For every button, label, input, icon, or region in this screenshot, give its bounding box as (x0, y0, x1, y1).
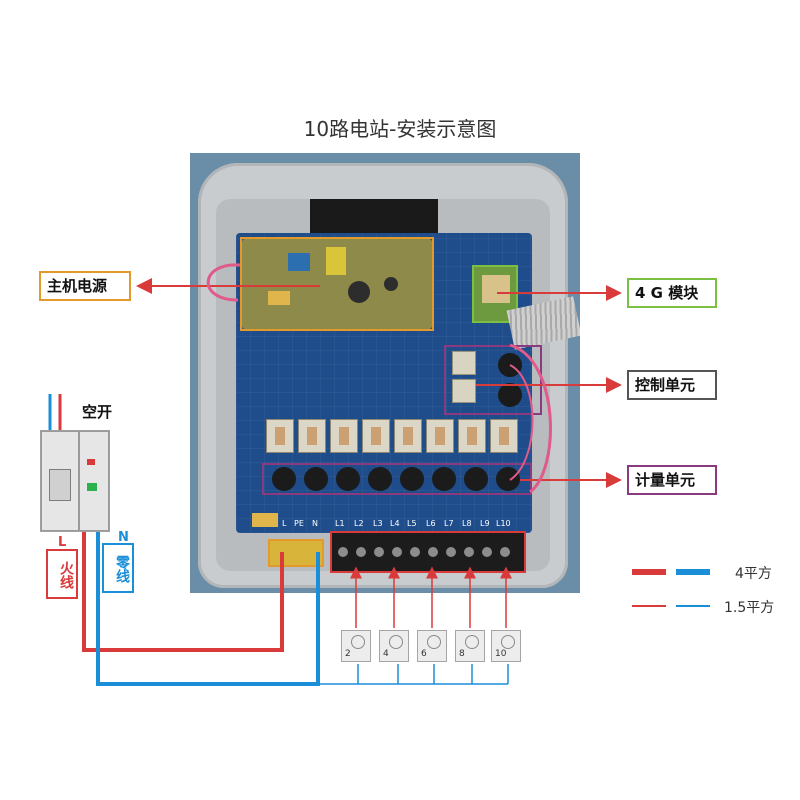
terminal-label: L10 (496, 519, 511, 528)
terminal-screw (356, 547, 366, 557)
terminal-label: PE (294, 519, 304, 528)
control-relay (452, 351, 476, 375)
breaker-handle (49, 469, 71, 501)
relay (394, 419, 422, 453)
legend-thick-label: 4平方 (735, 566, 772, 582)
psu-component (288, 253, 310, 271)
breaker-label: 空开 (82, 403, 113, 421)
metering-coil (272, 467, 296, 491)
metering-coil (304, 467, 328, 491)
metering-coil (368, 467, 392, 491)
terminal-label: L9 (480, 519, 490, 528)
output-terminal-strip (330, 533, 526, 571)
relay (298, 419, 326, 453)
terminal-screw (446, 547, 456, 557)
terminal-screw (464, 547, 474, 557)
socket-6: 6 (417, 630, 447, 662)
relay (330, 419, 358, 453)
terminal-screw (338, 547, 348, 557)
internal-wire (509, 364, 534, 481)
socket-4: 4 (379, 630, 409, 662)
internal-wire (509, 343, 552, 494)
power-supply-outline (240, 237, 434, 331)
terminal-screw (428, 547, 438, 557)
terminal-label: L3 (373, 519, 383, 528)
terminal-label: L6 (426, 519, 436, 528)
neutral-wire-label: 零线 (102, 543, 134, 593)
breaker-indicator-green (87, 483, 97, 491)
fuse (252, 513, 278, 527)
socket-8: 8 (455, 630, 485, 662)
terminal-label: L8 (462, 519, 472, 528)
wire-neutral-feed (96, 500, 320, 686)
cover-strip (310, 199, 438, 233)
relay (426, 419, 454, 453)
current-coil (498, 383, 522, 407)
callout-4g-module: 4 G 模块 (627, 278, 717, 308)
relay (362, 419, 390, 453)
socket-2: 2 (341, 630, 371, 662)
callout-host-power: 主机电源 (39, 271, 131, 301)
metering-coil (496, 467, 520, 491)
terminal-screw (392, 547, 402, 557)
terminal-screw (500, 547, 510, 557)
terminal-screw (410, 547, 420, 557)
capacitor (384, 277, 398, 291)
transformer (326, 247, 346, 275)
terminal-label: L2 (354, 519, 364, 528)
terminal-label: L7 (444, 519, 454, 528)
input-terminal-block (268, 539, 324, 567)
terminal-label: L4 (390, 519, 400, 528)
terminal-label: L (282, 519, 287, 528)
relay (266, 419, 294, 453)
circuit-breaker (40, 430, 110, 532)
metering-coil (464, 467, 488, 491)
page-title: 10路电站-安装示意图 (303, 117, 497, 141)
callout-control-unit: 控制单元 (627, 370, 717, 400)
breaker-pole (79, 431, 109, 531)
socket-10: 10 (491, 630, 521, 662)
live-wire-label: 火线 (46, 549, 78, 599)
metering-coil (336, 467, 360, 491)
control-relay (452, 379, 476, 403)
internal-wire (206, 263, 241, 302)
metering-coil (432, 467, 456, 491)
wire-live-feed (82, 500, 284, 652)
callout-metering-unit: 计量单元 (627, 465, 717, 495)
line-label-l: L (58, 535, 67, 550)
breaker-indicator-red (87, 459, 95, 465)
terminal-label: L5 (407, 519, 417, 528)
device-photo: L PE N L1 L2 L3 L4 L5 L6 L7 L8 L9 L10 (190, 153, 580, 593)
terminal-screw (374, 547, 384, 557)
relay (458, 419, 486, 453)
capacitor (348, 281, 370, 303)
terminal-screw (482, 547, 492, 557)
legend-thin-label: 1.5平方 (724, 600, 775, 616)
metering-coil (400, 467, 424, 491)
module-4g-chip (482, 275, 510, 303)
line-label-n: N (118, 530, 129, 545)
terminal-label: N (312, 519, 318, 528)
psu-component (268, 291, 290, 305)
relay (490, 419, 518, 453)
terminal-label: L1 (335, 519, 345, 528)
